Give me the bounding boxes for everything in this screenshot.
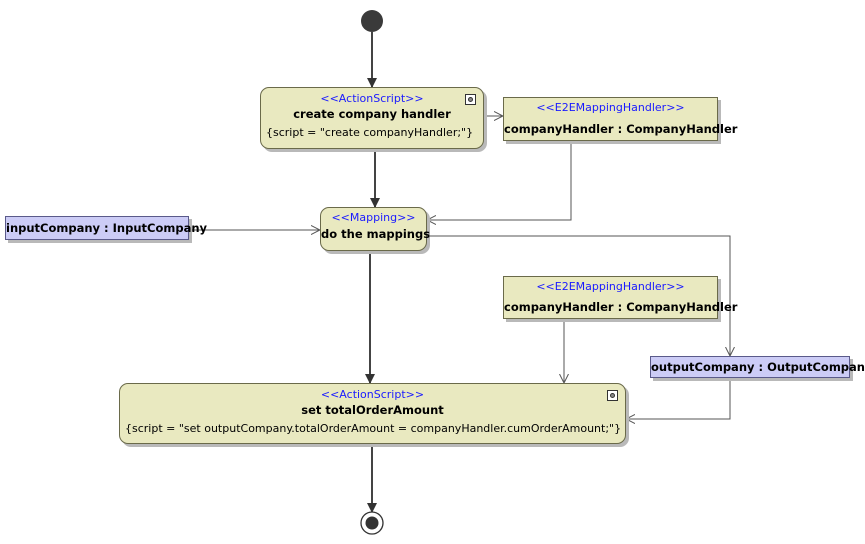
object-title: inputCompany : InputCompany — [6, 221, 208, 235]
do-the-mappings-action[interactable]: <<Mapping>> do the mappings — [320, 207, 431, 251]
stereotype-label: <<E2EMappingHandler>> — [536, 101, 685, 114]
script-badge-icon — [465, 94, 476, 105]
set-total-order-amount-action[interactable]: <<ActionScript>> set totalOrderAmount {s… — [119, 383, 626, 444]
stereotype-label: <<Mapping>> — [331, 211, 416, 224]
object-title: companyHandler : CompanyHandler — [504, 122, 738, 136]
object-flow-handler-to-mapping — [427, 141, 572, 220]
object-flow-mapping-to-output — [427, 235, 730, 356]
company-handler-object-middle[interactable]: <<E2EMappingHandler>> companyHandler : C… — [503, 276, 738, 319]
stereotype-label: <<ActionScript>> — [320, 92, 424, 105]
stereotype-label: <<ActionScript>> — [320, 388, 425, 401]
action-title: create company handler — [293, 107, 451, 121]
input-company-object[interactable]: inputCompany : InputCompany — [5, 216, 208, 240]
action-script: {script = "set outputCompany.totalOrderA… — [125, 422, 622, 435]
create-company-handler-action[interactable]: <<ActionScript>> create company handler … — [260, 87, 484, 149]
object-title: companyHandler : CompanyHandler — [504, 300, 738, 314]
script-badge-icon — [607, 390, 618, 401]
action-title: set totalOrderAmount — [301, 403, 444, 417]
action-title: do the mappings — [321, 227, 431, 241]
initial-node-icon[interactable] — [361, 10, 383, 32]
final-node-icon[interactable] — [360, 511, 384, 535]
object-flow-output-to-set — [626, 378, 731, 419]
output-company-object[interactable]: outputCompany : OutputCompany — [650, 356, 865, 378]
company-handler-object-top[interactable]: <<E2EMappingHandler>> companyHandler : C… — [503, 97, 738, 141]
stereotype-label: <<E2EMappingHandler>> — [536, 280, 685, 293]
object-title: outputCompany : OutputCompany — [651, 360, 865, 374]
action-script: {script = "create companyHandler;"} — [266, 126, 474, 139]
